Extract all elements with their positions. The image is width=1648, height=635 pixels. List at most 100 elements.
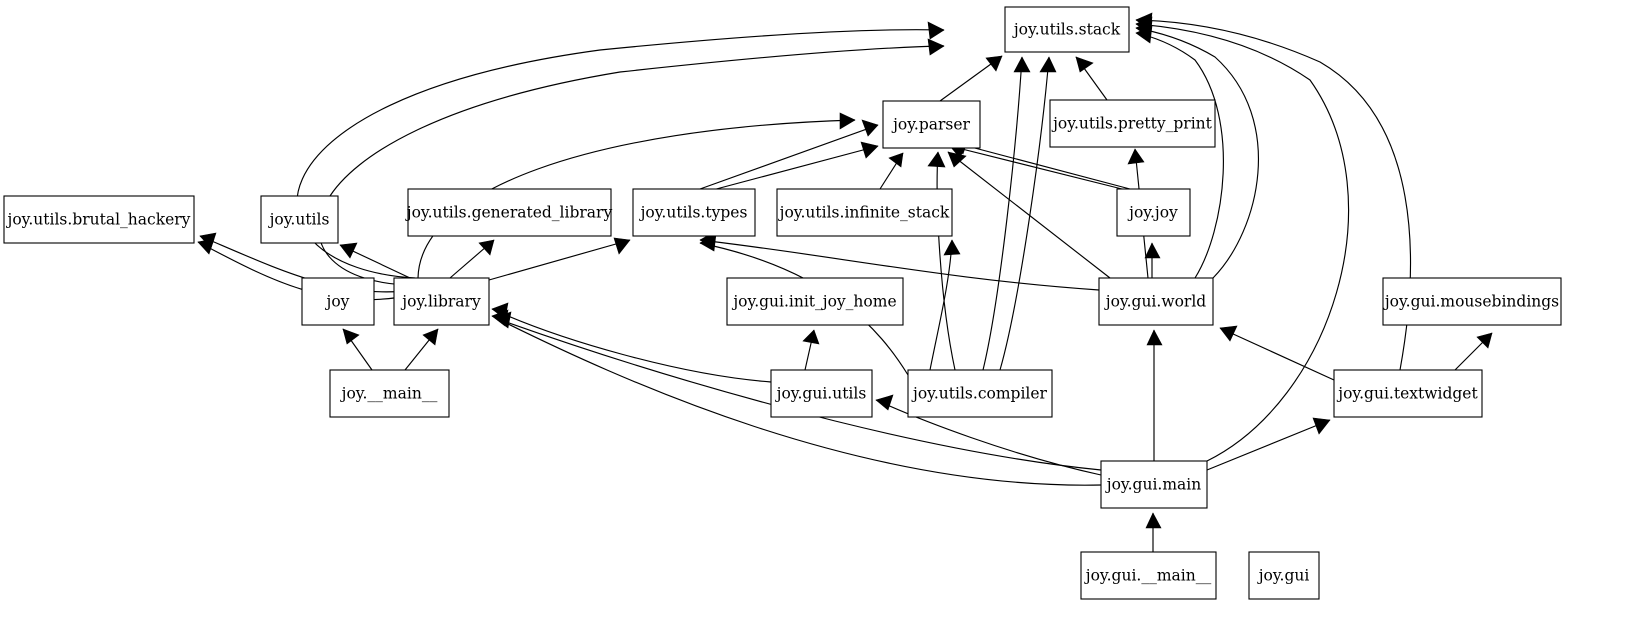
- node-box[interactable]: [1004, 6, 1130, 53]
- graph-node[interactable]: joy.gui: [1248, 551, 1320, 600]
- node-label: joy.utils.infinite_stack: [778, 204, 950, 222]
- graph-edge: [1146, 329, 1163, 461]
- graph-node[interactable]: joy.utils.brutal_hackery: [3, 195, 195, 244]
- node-box[interactable]: [260, 195, 339, 244]
- edge-line: [1135, 23, 1350, 462]
- edge-arrowhead-icon: [197, 238, 215, 255]
- edge-line: [318, 45, 945, 286]
- node-box[interactable]: [1098, 277, 1214, 326]
- node-box[interactable]: [1248, 551, 1320, 600]
- graph-node[interactable]: joy.gui.__main__: [1080, 551, 1217, 600]
- node-label: joy.library: [400, 293, 481, 311]
- graph-edge: [1454, 332, 1493, 371]
- edge-arrowhead-icon: [802, 329, 820, 345]
- edge-arrowhead-icon: [699, 233, 717, 252]
- graph-node[interactable]: joy.utils.compiler: [907, 369, 1053, 418]
- node-label: joy.__main__: [340, 385, 438, 403]
- edge-arrowhead-icon: [861, 119, 879, 137]
- graph-edge: [939, 55, 1003, 102]
- graph-edge: [1135, 25, 1224, 279]
- edge-arrowhead-icon: [985, 55, 1003, 72]
- node-box[interactable]: [3, 195, 195, 244]
- graph-node[interactable]: joy.utils.stack: [1004, 6, 1130, 53]
- node-box[interactable]: [1382, 277, 1562, 326]
- graph-node[interactable]: joy.utils.generated_library: [405, 188, 613, 237]
- graph-edge: [339, 242, 411, 279]
- graph-node[interactable]: joy.gui.main: [1100, 460, 1208, 509]
- node-box[interactable]: [1049, 99, 1216, 148]
- node-label: joy.gui: [1257, 567, 1310, 585]
- node-box[interactable]: [393, 277, 490, 326]
- edge-arrowhead-icon: [860, 141, 879, 159]
- node-box[interactable]: [1116, 188, 1191, 237]
- node-box[interactable]: [632, 188, 756, 237]
- graph-edge: [947, 151, 1111, 279]
- edge-line: [197, 241, 413, 301]
- graph-node[interactable]: joy.gui.init_joy_home: [726, 277, 904, 326]
- node-box[interactable]: [1080, 551, 1217, 600]
- graph-edge: [491, 309, 1102, 486]
- node-label: joy: [325, 293, 350, 311]
- node-box[interactable]: [882, 100, 981, 149]
- graph-edge: [404, 328, 439, 371]
- node-box[interactable]: [1100, 460, 1208, 509]
- edge-line: [488, 239, 631, 281]
- node-label: joy.utils.compiler: [911, 385, 1047, 403]
- node-box[interactable]: [726, 277, 904, 326]
- edge-line: [417, 119, 856, 279]
- graph-node[interactable]: joy.__main__: [329, 369, 450, 418]
- graph-edge: [927, 151, 956, 371]
- edge-arrowhead-icon: [1013, 56, 1031, 73]
- graph-node[interactable]: joy.library: [393, 277, 490, 326]
- graph-node[interactable]: joy.utils: [260, 195, 339, 244]
- graph-node[interactable]: joy.gui.utils: [770, 369, 873, 418]
- edge-line: [949, 145, 1123, 190]
- graph-node[interactable]: joy.joy: [1116, 188, 1191, 237]
- graph-edge: [449, 239, 495, 279]
- node-label: joy.gui.init_joy_home: [731, 293, 896, 311]
- graph-node[interactable]: joy: [301, 277, 375, 326]
- graph-node[interactable]: joy.gui.world: [1098, 277, 1214, 326]
- edge-layer: [197, 12, 1493, 552]
- edge-line: [875, 399, 1102, 476]
- node-layer: joy.utils.stack joy.parser joy.utils.prett…: [3, 6, 1562, 600]
- node-box[interactable]: [407, 188, 612, 237]
- node-label: joy.utils: [268, 211, 330, 229]
- graph-edge: [197, 238, 413, 301]
- graph-node[interactable]: joy.parser: [882, 100, 981, 149]
- node-box[interactable]: [776, 188, 953, 237]
- edge-arrowhead-icon: [839, 112, 856, 130]
- node-box[interactable]: [907, 369, 1053, 418]
- edge-arrowhead-icon: [1127, 148, 1145, 165]
- edge-line: [1206, 419, 1331, 471]
- graph-node[interactable]: joy.gui.mousebindings: [1382, 277, 1562, 326]
- edge-arrowhead-icon: [1312, 417, 1331, 435]
- node-label: joy.utils.stack: [1012, 21, 1121, 39]
- node-label: joy.gui.utils: [775, 385, 867, 403]
- edge-line: [699, 124, 879, 190]
- edge-arrowhead-icon: [1476, 332, 1493, 349]
- node-box[interactable]: [301, 277, 375, 326]
- edge-arrowhead-icon: [1135, 12, 1153, 31]
- graph-edge: [488, 237, 631, 281]
- edge-line: [999, 56, 1050, 371]
- node-box[interactable]: [1333, 369, 1483, 418]
- graph-edge: [879, 152, 904, 190]
- graph-edge: [689, 141, 879, 197]
- edge-line: [1135, 32, 1224, 279]
- graph-node[interactable]: joy.gui.textwidget: [1333, 369, 1483, 418]
- graph-node[interactable]: joy.utils.types: [632, 188, 756, 237]
- graph-node[interactable]: joy.utils.infinite_stack: [776, 188, 953, 237]
- graph-edge: [1145, 512, 1162, 552]
- node-box[interactable]: [329, 369, 450, 418]
- node-label: joy.utils.pretty_print: [1051, 115, 1213, 133]
- graph-edge: [1219, 325, 1335, 381]
- graph-edge: [699, 119, 879, 190]
- node-label: joy.joy: [1127, 204, 1178, 222]
- edge-arrowhead-icon: [342, 328, 360, 345]
- graph-edge: [1075, 56, 1108, 101]
- node-box[interactable]: [770, 369, 873, 418]
- graph-node[interactable]: joy.utils.pretty_print: [1049, 99, 1216, 148]
- edge-arrowhead-icon: [927, 38, 945, 56]
